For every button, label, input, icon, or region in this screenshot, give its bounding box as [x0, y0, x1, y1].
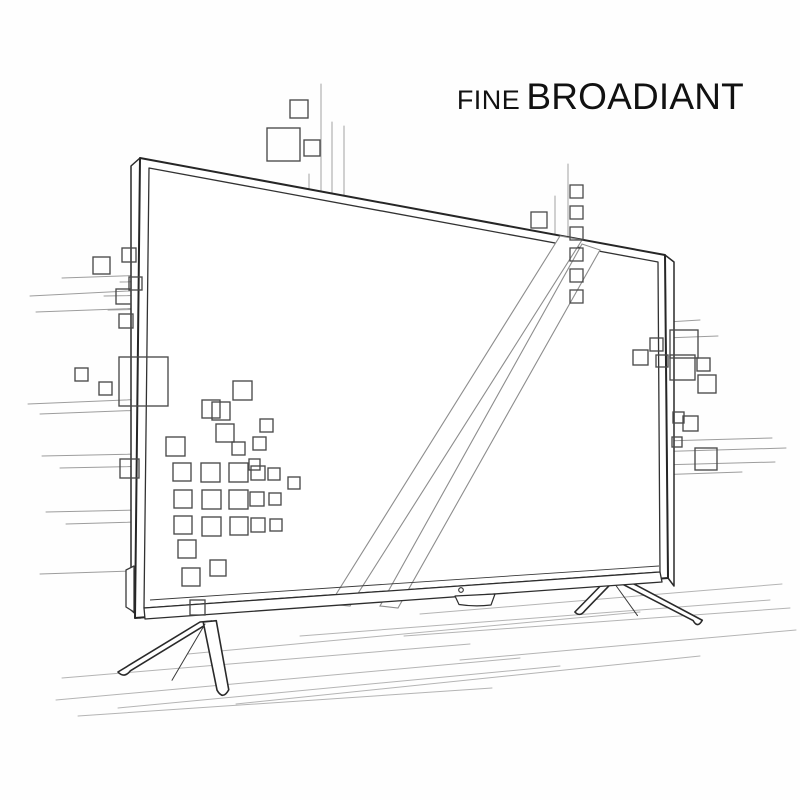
chin-face: [143, 571, 663, 620]
floor-line-6: [419, 583, 783, 615]
floor-perspective-lines: [55, 583, 797, 717]
pixel-square-left-10: [173, 489, 193, 509]
pixel-square-right-7: [672, 411, 685, 424]
reflection-band-2: [379, 243, 601, 609]
pixel-square-left-20: [228, 462, 249, 483]
pixel-square-left-26: [249, 491, 265, 507]
pixel-square-left-11: [173, 515, 193, 535]
pixel-square-left-33: [252, 436, 267, 451]
pixel-square-column-5: [569, 289, 584, 304]
floor-line-8: [403, 607, 791, 637]
pixel-square-right-10: [694, 447, 718, 471]
pixel-square-left-17: [201, 489, 222, 510]
pixel-square-left-23: [215, 423, 235, 443]
pixel-square-left-18: [201, 516, 222, 537]
pixel-squares-top-cluster: [266, 99, 321, 162]
left-stand-rear-leg: [202, 619, 230, 697]
brand-prefix: FINE: [456, 85, 521, 115]
pixel-square-right-6: [697, 374, 717, 394]
floor-line-3: [117, 665, 561, 709]
pixel-square-left-0: [92, 256, 111, 275]
left-rear-port-block: [125, 565, 135, 613]
tv-panel: [134, 157, 669, 619]
pixel-square-top-1: [266, 127, 301, 162]
pixel-square-left-5: [74, 367, 89, 382]
screen-reflection-bands: [329, 235, 601, 609]
pixel-square-column-4: [569, 268, 584, 283]
pixel-squares-right-column: [530, 184, 584, 304]
power-indicator-dot: [458, 587, 464, 593]
pixel-square-right-5: [696, 357, 711, 372]
pixel-square-right-3: [655, 354, 669, 368]
ir-sensor-bump: [454, 593, 496, 607]
pixel-square-left-38: [189, 599, 206, 616]
pixel-square-top-2: [303, 139, 321, 157]
chin-top-highlight: [149, 565, 660, 601]
pixel-squares-left-cluster: [74, 247, 301, 616]
pixel-square-left-6: [98, 381, 113, 396]
pixel-square-left-25: [250, 465, 266, 481]
pixel-square-right-2: [632, 349, 649, 366]
pixel-square-left-14: [119, 458, 140, 479]
pixel-square-left-28: [231, 441, 246, 456]
pixel-square-column-3: [569, 247, 584, 262]
floor-line-2: [77, 687, 493, 717]
pixel-square-right-4: [669, 354, 696, 381]
pixel-square-left-35: [287, 476, 301, 490]
pixel-square-left-1: [121, 247, 137, 263]
pixel-square-right-8: [682, 415, 699, 432]
tv-stands: [117, 576, 704, 697]
pixel-square-left-21: [228, 489, 249, 510]
left-stand-crease: [171, 623, 206, 681]
pixel-square-left-24: [211, 401, 231, 421]
floor-line-1: [55, 657, 521, 701]
floor-line-5: [299, 599, 771, 637]
floor-line-9: [459, 629, 797, 661]
pixel-square-left-8: [165, 436, 186, 457]
pixel-square-left-30: [267, 467, 281, 481]
pixel-square-right-0: [669, 329, 699, 359]
right-stand-crease: [611, 579, 638, 617]
pixel-squares-right-cluster: [632, 329, 718, 471]
pixel-square-left-9: [172, 462, 192, 482]
pixel-square-left-34: [248, 458, 261, 471]
pixel-square-left-32: [269, 518, 283, 532]
left-stand-front-leg: [117, 620, 213, 676]
pixel-square-left-22: [229, 516, 249, 536]
pixel-square-left-13: [181, 567, 201, 587]
pixel-square-right-1: [649, 337, 664, 352]
pixel-square-left-16: [200, 462, 221, 483]
pixel-square-left-27: [250, 517, 266, 533]
pixel-square-left-12: [177, 539, 197, 559]
floor-line-7: [235, 655, 701, 705]
reflection-band-1: [329, 235, 583, 607]
floor-line-4: [187, 611, 641, 655]
pixel-square-left-7: [118, 356, 169, 407]
pixel-square-left-15: [201, 399, 221, 419]
pixel-square-right-9: [671, 436, 683, 448]
pixel-square-top-0: [289, 99, 309, 119]
pixel-square-column-1: [569, 205, 584, 220]
pixel-square-left-3: [115, 288, 132, 305]
pixel-square-left-2: [128, 276, 143, 291]
pixel-square-left-37: [209, 559, 227, 577]
pixel-square-column-0: [569, 184, 584, 199]
pixel-square-left-31: [268, 492, 282, 506]
tv-bottom-chin: [143, 565, 663, 620]
pixel-square-column-2: [569, 226, 584, 241]
pixel-square-left-4: [118, 313, 134, 329]
motion-line-left-4: [39, 409, 147, 415]
right-stand-rear-leg: [609, 576, 704, 626]
brand-name: BROADIANT: [526, 76, 744, 117]
pixel-square-left-36: [259, 418, 274, 433]
pixel-square-column-6: [530, 211, 548, 229]
pixel-square-left-29: [232, 380, 253, 401]
